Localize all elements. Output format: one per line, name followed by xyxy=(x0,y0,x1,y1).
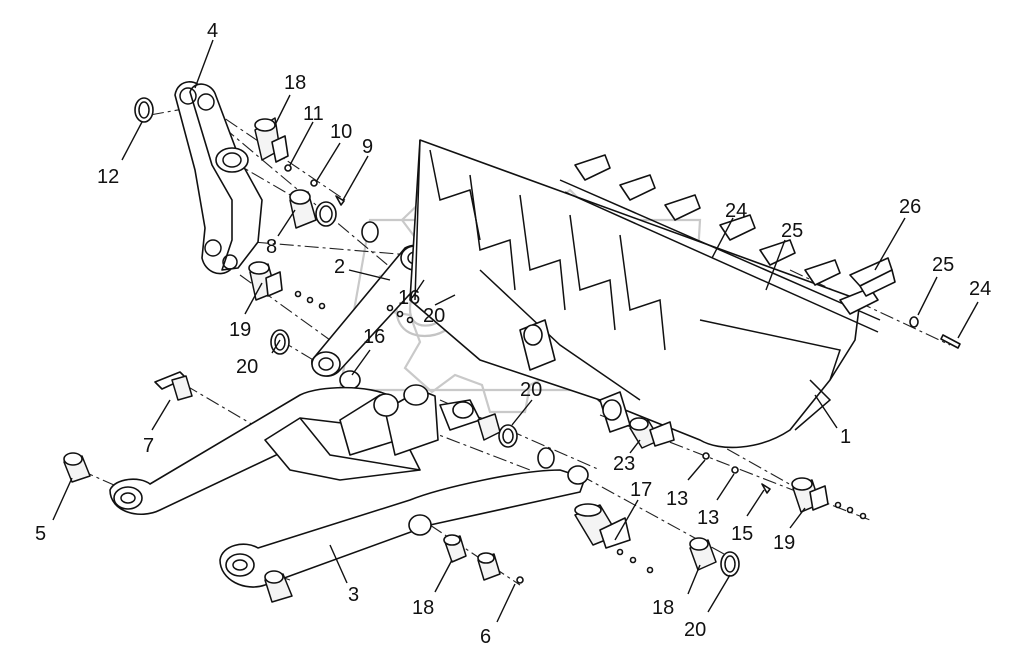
callout-labels: 4 18 11 10 9 12 8 2 16 20 19 16 20 20 7 … xyxy=(35,20,991,648)
callout-22: 24 xyxy=(725,200,747,222)
callout-20: 20 xyxy=(236,356,258,378)
callout-17: 17 xyxy=(630,479,652,501)
callout-25: 25 xyxy=(932,254,954,276)
part-14-13-15 xyxy=(702,452,771,494)
callout-7: 7 xyxy=(143,435,154,457)
callout-18: 18 xyxy=(284,72,306,94)
callout-24: 24 xyxy=(969,278,991,300)
callout-16: 16 xyxy=(398,287,420,309)
callout-26: 26 xyxy=(899,196,921,218)
part-18-pin-right xyxy=(791,477,867,520)
callout-15: 15 xyxy=(731,523,753,545)
callout-19: 18 xyxy=(652,597,674,619)
callout-8: 8 xyxy=(266,236,277,258)
part-19-20-right xyxy=(689,537,740,577)
part-21-pin xyxy=(629,417,675,449)
part-19-6-lower xyxy=(264,534,524,603)
callout-18: 19 xyxy=(773,532,795,554)
callout-11: 11 xyxy=(303,103,324,125)
callout-23: 25 xyxy=(781,220,803,242)
callout-20: 20 xyxy=(684,619,706,641)
part-1-bucket xyxy=(409,139,881,449)
part-18-pin-mid xyxy=(248,261,326,310)
callout-6: 6 xyxy=(480,626,491,648)
callout-5: 5 xyxy=(35,523,46,545)
part-4-link-plate xyxy=(174,81,263,275)
callout-3: 3 xyxy=(348,584,359,606)
callout-20: 20 xyxy=(520,379,542,401)
leader-lines xyxy=(52,39,979,623)
callout-12: 12 xyxy=(97,166,119,188)
part-3-boom xyxy=(109,384,589,588)
part-12-ring xyxy=(134,97,154,123)
callout-1: 1 xyxy=(840,426,851,448)
part-17-pin xyxy=(574,503,654,574)
callout-13: 13 xyxy=(697,507,719,529)
callout-16: 16 xyxy=(363,326,385,348)
part-26-tooth xyxy=(849,257,896,297)
part-20-washer-mid xyxy=(477,413,555,469)
part-8-bushing xyxy=(289,189,337,229)
callout-20: 20 xyxy=(423,305,445,327)
part-18-pin-upper xyxy=(254,117,345,206)
callout-14: 13 xyxy=(666,488,688,510)
callout-9: 9 xyxy=(362,136,373,158)
part-25-24 xyxy=(909,316,961,349)
callout-21: 23 xyxy=(613,453,635,475)
callout-18: 19 xyxy=(229,319,251,341)
callout-2: 2 xyxy=(334,256,345,278)
callout-19: 18 xyxy=(412,597,434,619)
callout-4: 4 xyxy=(207,20,218,42)
part-7-pin xyxy=(154,371,193,401)
part-5-bushing xyxy=(63,452,91,483)
callout-10: 10 xyxy=(330,121,352,143)
